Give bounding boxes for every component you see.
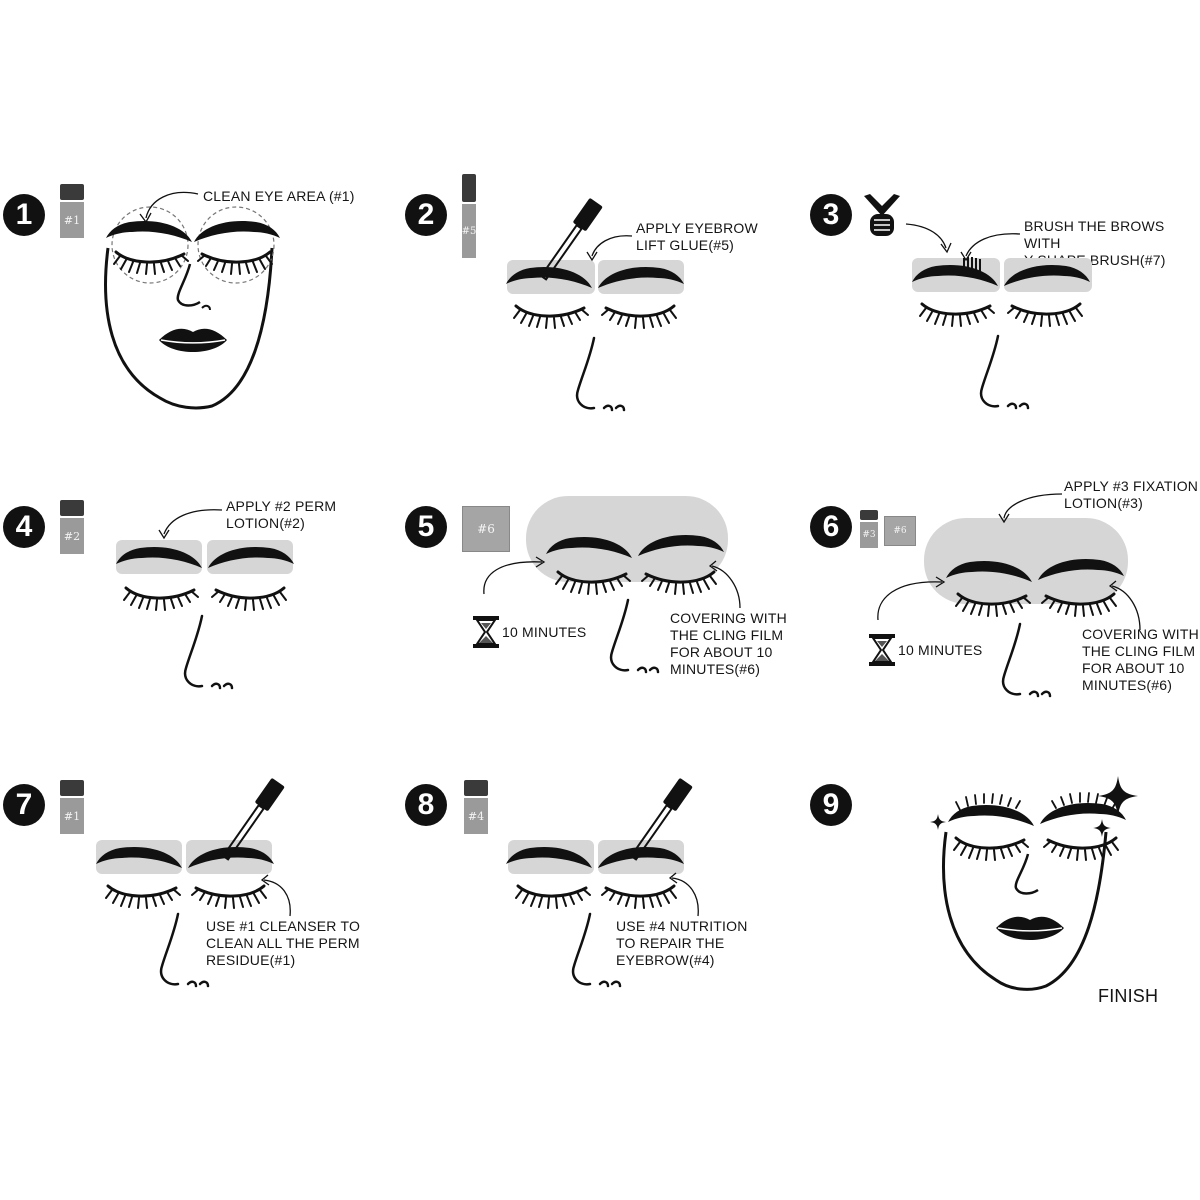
step-8: 8 #4 USE #4 NUTRITION TO REPAIR THE EYEB… [400,776,800,1090]
step-instruction: APPLY EYEBROW LIFT GLUE(#5) [636,220,758,253]
hourglass-icon [472,615,500,649]
bottle-label: #5 [462,204,476,258]
step-5: 5 #6 10 MINUTES COVERING WITH THE CLING … [400,470,800,780]
step-instruction-top: APPLY #3 FIXATION LOTION(#3) [1064,478,1199,511]
step-number-badge: 8 [405,784,447,826]
hourglass-icon [868,633,896,667]
bottle-label: #4 [464,798,488,834]
step-instruction: COVERING WITH THE CLING FILM FOR ABOUT 1… [670,610,787,677]
step-number-badge: 7 [3,784,45,826]
eyes-illustration [472,534,741,674]
bottle-icon: #3 [860,510,878,548]
step-3: 3 BRUSH THE BROWS WITH Y SHAPE BRUSH(#7) [800,160,1200,470]
finish-label: FINISH [1098,986,1159,1006]
y-brush-icon [864,194,900,236]
step-number-badge: 5 [405,506,447,548]
step-2: 2 #5 APPLY EYEBROW LIFT GLUE(#5) [400,160,800,470]
bottle-icon: #2 [60,500,84,554]
step-instruction: CLEAN EYE AREA (#1) [203,188,355,204]
step-instruction: COVERING WITH THE CLING FILM FOR ABOUT 1… [1082,626,1199,693]
step-number-badge: 4 [3,506,45,548]
eyes-illustration [905,223,1090,410]
eyes-illustration [96,776,291,988]
dropper-icon [540,196,604,281]
step-instruction: USE #1 CLEANSER TO CLEAN ALL THE PERM RE… [206,918,361,968]
sparkle-icon [1093,819,1111,837]
bottle-icon: #1 [60,184,84,238]
step-number-badge: 2 [405,194,447,236]
bottle-icon: #1 [60,780,84,834]
step-number-badge: 3 [810,194,852,236]
step-6: 6 #3 #6 APPLY #3 FIXATION LOTION(#3) 10 … [800,470,1200,780]
eyes-illustration [506,196,684,412]
finished-face-illustration [930,776,1138,991]
sparkle-icon [930,814,946,830]
step-instruction: USE #4 NUTRITION TO REPAIR THE EYEBROW(#… [616,918,748,968]
bottle-icon: #4 [464,780,488,834]
right-brow [194,220,280,242]
timer-label: 10 MINUTES [502,624,587,640]
bottle-label: #1 [60,798,84,834]
film-square-icon: #6 [884,516,916,546]
bottle-label: #2 [60,518,84,554]
step-instruction: APPLY #2 PERM LOTION(#2) [226,498,337,531]
bottle-icon: #5 [462,174,476,258]
bottle-label: #3 [860,522,878,548]
step-1: 1 #1 CLEAN EYE AREA (#1) [0,160,400,470]
step-4: 4 #2 APPLY #2 PERM LOTION(#2) [0,470,400,780]
bottle-label: #1 [60,202,84,238]
timer-label: 10 MINUTES [898,642,983,658]
film-square-icon: #6 [462,506,510,552]
step-number-badge: 1 [3,194,45,236]
face-illustration [104,191,280,410]
step-9: 9 FINISH [800,776,1200,1090]
step-7: 7 #1 USE #1 CLEANSER TO CLEAN ALL THE PE… [0,776,400,1090]
eyes-illustration [868,493,1141,698]
eyes-illustration [116,509,294,690]
eyes-illustration [506,776,699,988]
step-number-badge: 6 [810,506,852,548]
step-number-badge: 9 [810,784,852,826]
